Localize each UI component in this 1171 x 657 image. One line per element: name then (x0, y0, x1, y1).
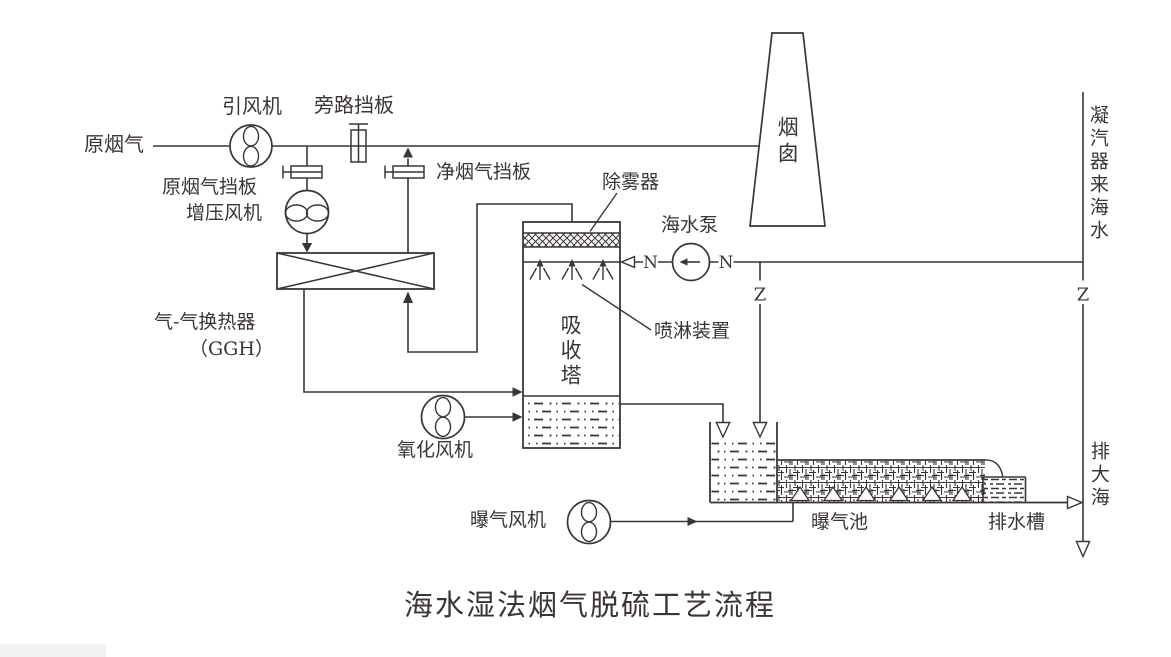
label-discharge-to-sea: 排大海 (1087, 441, 1110, 510)
seal-tank-symbol (709, 422, 1068, 504)
spray-nozzles (529, 266, 614, 280)
pump-flow-arrow (679, 258, 688, 266)
label-ggh: 气-气换热器 (154, 311, 256, 333)
oxidation-fan-symbol (420, 394, 513, 440)
arrow-aeration-air (687, 517, 698, 526)
pipe-break-mark-icon: Z (1077, 285, 1090, 306)
booster-fan-symbol (284, 189, 330, 243)
label-oxidation-fan: 氧化风机 (397, 439, 474, 461)
arrow-into-tower-inlet (512, 387, 523, 397)
label-raw-flue-gas: 原烟气 (84, 132, 144, 156)
raw-flue-gas-damper-symbol (282, 165, 323, 179)
spray-device-leader (581, 283, 652, 331)
aeration-fan-symbol (566, 499, 794, 545)
label-condenser-seawater: 凝汽器来海水 (1086, 105, 1109, 243)
seal-tank-liquid-fill (711, 438, 776, 502)
arrow-oxidation-air-into-tower (512, 412, 523, 422)
clean-flue-gas-damper-symbol (384, 158, 425, 179)
pipe-break-mark-icon: Z (754, 285, 767, 306)
label-booster-fan: 增压风机 (186, 202, 263, 224)
tower-effluent-line (620, 403, 724, 423)
drain-channel-symbol (982, 476, 1027, 503)
label-induced-draft-fan: 引风机 (222, 94, 282, 118)
label-seawater-pump: 海水泵 (661, 214, 719, 236)
label-chimney: 烟囱 (775, 116, 800, 168)
label-raw-flue-gas-damper: 原烟气挡板 (162, 176, 258, 198)
ggh-heat-exchanger-symbol (276, 252, 435, 290)
label-mist-eliminator: 除雾器 (602, 171, 660, 193)
scan-artifact (0, 644, 106, 657)
seawater-pump-symbol (671, 242, 711, 282)
label-bypass-damper: 旁路挡板 (314, 93, 394, 117)
diagram-title: 海水湿法烟气脱硫工艺流程 (404, 588, 777, 622)
mist-eliminator-leader (589, 192, 618, 232)
clean-gas-return-line (407, 178, 573, 353)
overflow-weir-curve (984, 459, 1004, 478)
arrow-into-ggh-top (301, 243, 313, 253)
label-spray-device: 喷淋装置 (654, 320, 731, 342)
drain-channel-fill (984, 478, 1025, 502)
chimney-symbol (749, 32, 826, 227)
leader-lines (581, 192, 652, 331)
raw-gas-to-tower-line (303, 289, 513, 393)
label-ggh-abbr: （GGH） (189, 338, 274, 360)
bypass-damper-symbol (349, 123, 368, 163)
label-drain-channel: 排水槽 (988, 511, 1046, 533)
spray-nozzle-arrowheads (536, 259, 607, 267)
label-clean-flue-gas-damper: 净烟气挡板 (436, 161, 532, 183)
induced-draft-fan-symbol (229, 124, 273, 168)
arrow-to-main-line (403, 147, 413, 158)
mist-eliminator-band (523, 233, 620, 247)
main-flue-gas-line (153, 145, 759, 191)
diffuser-triangles (789, 485, 973, 502)
label-absorption-tower: 吸收塔 (558, 314, 583, 389)
pipe-joint-mark-icon: N (719, 253, 734, 273)
label-aeration-pond: 曝气池 (811, 511, 869, 533)
hollow-arrow-into-tower-spray (619, 255, 636, 269)
hollow-arrow-into-tank-1 (715, 421, 731, 439)
aeration-pond-symbol (777, 459, 1004, 502)
hollow-arrow-into-tank-2 (752, 421, 768, 439)
tower-liquid-fill (524, 397, 619, 447)
label-aeration-fan: 曝气风机 (470, 509, 547, 531)
hollow-arrow-to-sea-line (1066, 495, 1084, 510)
arrow-into-ggh-bottom (403, 291, 413, 303)
hollow-arrow-discharge-to-sea (1075, 540, 1091, 559)
pipe-joint-mark-icon: N (643, 253, 658, 273)
